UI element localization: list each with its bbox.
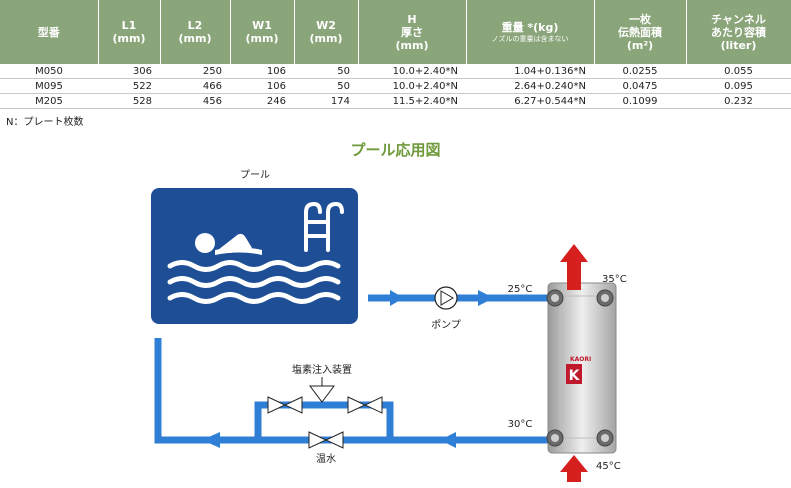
table-row: M050 306 250 106 50 10.0+2.40*N 1.04+0.1… (0, 64, 791, 79)
svg-text:K: K (569, 368, 581, 384)
arrow-up-icon (560, 455, 588, 482)
cell-l1: 528 (98, 93, 160, 109)
cell-w2: 50 (294, 64, 358, 79)
header-model: 型番 (0, 0, 99, 64)
valve-icon (308, 431, 344, 449)
cell-model: M050 (0, 64, 98, 79)
arrow-icon (390, 290, 404, 306)
arrow-icon (202, 432, 220, 448)
pool-label: プール (240, 169, 270, 181)
cell-l2: 456 (160, 93, 230, 109)
temp-hot-outlet: 35°C (602, 274, 627, 285)
brand-text: KAORI (570, 356, 591, 363)
cell-w2: 50 (294, 78, 358, 94)
cell-volume: 0.055 (686, 64, 791, 79)
chlorine-injector-icon (309, 377, 335, 403)
arrow-icon (440, 432, 456, 448)
hot-water-arrows (560, 244, 588, 482)
pump-icon (434, 286, 458, 310)
cell-model: M095 (0, 78, 98, 94)
pipe-return (154, 338, 562, 444)
pool-icon (151, 188, 358, 324)
cell-w1: 246 (230, 93, 294, 109)
heater-label: 温水 (316, 453, 336, 465)
header-l1: L1(mm) (98, 0, 161, 64)
cell-volume: 0.095 (686, 78, 791, 94)
cell-h: 10.0+2.40*N (358, 64, 466, 79)
cell-h: 10.0+2.40*N (358, 78, 466, 94)
cell-h: 11.5+2.40*N (358, 93, 466, 109)
cell-weight: 6.27+0.544*N (466, 93, 594, 109)
table-row: M095 522 466 106 50 10.0+2.40*N 2.64+0.2… (0, 78, 791, 94)
table-row: M205 528 456 246 174 11.5+2.40*N 6.27+0.… (0, 93, 791, 109)
cell-weight: 1.04+0.136*N (466, 64, 594, 79)
cell-l1: 522 (98, 78, 160, 94)
cell-area: 0.0255 (594, 64, 686, 79)
pipe-bypass (254, 401, 394, 440)
cell-l2: 250 (160, 64, 230, 79)
header-w2: W2(mm) (294, 0, 359, 64)
cell-w1: 106 (230, 78, 294, 94)
header-w1: W1(mm) (230, 0, 295, 64)
valve-icon (347, 396, 383, 414)
header-area: 一枚伝熱面積(m²) (594, 0, 687, 64)
header-volume: チャンネルあたり容積(liter) (686, 0, 791, 64)
diagram-title: プール応用図 (350, 141, 441, 159)
valve-icon (267, 396, 303, 414)
cell-l2: 466 (160, 78, 230, 94)
arrow-up-icon (560, 244, 588, 290)
cell-area: 0.1099 (594, 93, 686, 109)
header-l2: L2(mm) (160, 0, 231, 64)
pump-label: ポンプ (431, 319, 461, 331)
temp-inlet: 25°C (508, 284, 533, 295)
header-weight: 重量 *(kg)ノズルの重量は含まない (466, 0, 595, 64)
cell-w1: 106 (230, 64, 294, 79)
chlorine-label: 塩素注入装置 (292, 363, 352, 376)
temp-outlet: 30°C (508, 419, 533, 430)
cell-weight: 2.64+0.240*N (466, 78, 594, 94)
heat-exchanger-icon: KAORI K (546, 282, 617, 454)
kaori-logo-icon (566, 364, 582, 384)
cell-l1: 306 (98, 64, 160, 79)
arrow-icon (478, 290, 494, 306)
flow-arrows (202, 290, 494, 448)
cell-area: 0.0475 (594, 78, 686, 94)
cell-model: M205 (0, 93, 98, 109)
temp-hot-inlet: 45°C (596, 461, 621, 472)
cell-volume: 0.232 (686, 93, 791, 109)
cell-w2: 174 (294, 93, 358, 109)
footnote: N：プレート枚数 (6, 117, 84, 128)
